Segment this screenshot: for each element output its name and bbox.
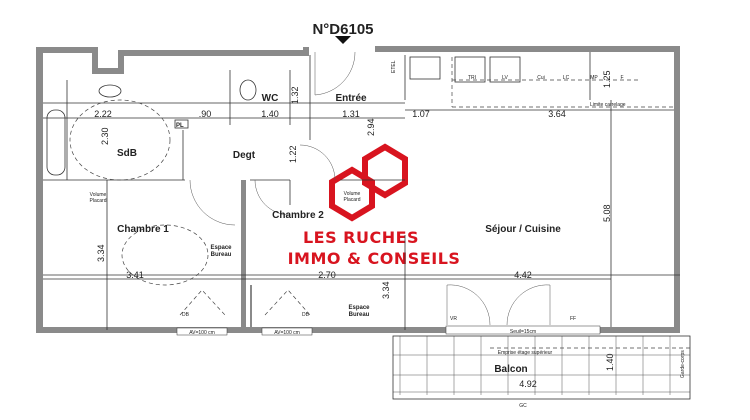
label-db-2: DB	[302, 312, 310, 318]
threshold	[445, 325, 601, 335]
toilet-icon	[239, 79, 257, 101]
room-chambre1: Chambre 1	[117, 224, 169, 235]
interior-walls	[43, 52, 680, 330]
logo: LES RUCHES IMMO & CONSEILS	[288, 143, 461, 268]
dim-pl-width: .90	[199, 109, 212, 119]
label-placard-2: Placard	[344, 197, 361, 203]
entrance-door[interactable]	[314, 51, 356, 96]
room-chambre2: Chambre 2	[272, 210, 324, 221]
washbasin-icon	[98, 84, 122, 98]
logo-hexagon-top	[362, 143, 408, 199]
dim-chambre2-depth: 3.34	[381, 281, 391, 299]
label-f: F	[620, 75, 623, 81]
entrance-arrow-icon	[335, 36, 351, 44]
lot-number: N°D6105	[312, 21, 373, 38]
label-seuil: Seuil=15cm	[510, 329, 536, 335]
label-etel: ETEL	[391, 60, 397, 73]
label-gc: GC	[519, 403, 527, 409]
room-balcon: Balcon	[494, 364, 527, 375]
room-wc: WC	[262, 93, 279, 104]
label-placard: Placard	[90, 198, 107, 204]
label-db-1: DB	[182, 312, 190, 318]
label-espace-1: Espace	[210, 245, 232, 251]
dim-wc-depth: 1.32	[290, 86, 300, 104]
window-swing-chambre2	[264, 289, 311, 316]
balcony-tiles	[393, 336, 690, 395]
label-volume-2: Volume	[344, 191, 361, 197]
door-chambre2[interactable]	[254, 179, 291, 216]
label-av-1: AV=100 cm	[189, 330, 215, 336]
dim-chambre1-width: 3.41	[126, 270, 144, 280]
label-pl: PL	[176, 123, 184, 129]
turning-circle-chambre1	[121, 224, 209, 286]
turning-circle-sdb	[69, 99, 171, 181]
dim-entree-width: 1.31	[342, 109, 360, 119]
dim-entree-depth: 2.94	[366, 118, 376, 136]
room-degt: Degt	[233, 150, 256, 161]
label-limite-carrelage: Limite carrelage	[590, 102, 626, 108]
window-door-left[interactable]	[446, 284, 491, 326]
logo-hexagon-bottom	[329, 166, 375, 222]
door-chambre1[interactable]	[189, 179, 236, 226]
av-box-1	[176, 327, 228, 336]
room-sejour-cuisine: Séjour / Cuisine	[485, 224, 561, 235]
dim-balcon-depth: 1.40	[605, 353, 615, 371]
dim-balcon-width: 4.92	[519, 379, 537, 389]
label-tri: TRI	[468, 75, 476, 81]
label-vr: VR	[450, 316, 457, 322]
bathtub-icon	[46, 109, 66, 176]
label-volume: Volume	[90, 192, 107, 198]
label-av-2: AV=100 cm	[274, 330, 300, 336]
label-garde-corps: Garde-corps	[680, 350, 686, 378]
balcony-outline	[392, 335, 691, 400]
logo-line1: LES RUCHES	[303, 228, 419, 247]
room-entree: Entrée	[335, 93, 367, 104]
dim-kitchen-gap: 1.07	[412, 109, 430, 119]
dim-kitchen-depth: 1.25	[602, 70, 612, 88]
door-entree-sejour[interactable]	[299, 144, 336, 181]
dim-sdb-depth: 2.30	[100, 127, 110, 145]
dim-wc-width: 1.40	[261, 109, 279, 119]
dim-sejour-depth: 5.08	[602, 204, 612, 222]
label-lc: LC	[563, 75, 570, 81]
dim-sdb-width: 2.22	[94, 109, 112, 119]
av-box-2	[261, 327, 313, 336]
logo-line2: IMMO & CONSEILS	[288, 249, 461, 268]
window-door-right[interactable]	[506, 284, 551, 326]
label-lv: LV	[502, 75, 508, 81]
label-mp: MP	[590, 75, 598, 81]
label-bureau-2: Bureau	[349, 312, 370, 318]
room-sdb: SdB	[117, 148, 137, 159]
pl-box	[174, 119, 189, 129]
exterior-walls	[36, 46, 680, 333]
dim-chambre2-width: 2.70	[318, 270, 336, 280]
label-emprise: Emprise étage supérieur	[498, 350, 553, 356]
kitchen-units	[409, 56, 674, 108]
label-ff: FF	[570, 316, 576, 322]
label-cui: Cui	[537, 75, 545, 81]
dim-kitchen-width: 3.64	[548, 109, 566, 119]
label-espace-2: Espace	[348, 305, 370, 311]
label-bureau-1: Bureau	[211, 252, 232, 258]
dim-sejour-width: 4.42	[514, 270, 532, 280]
dim-degt-depth: 1.22	[288, 145, 298, 163]
dim-chambre1-depth: 3.34	[96, 244, 106, 262]
